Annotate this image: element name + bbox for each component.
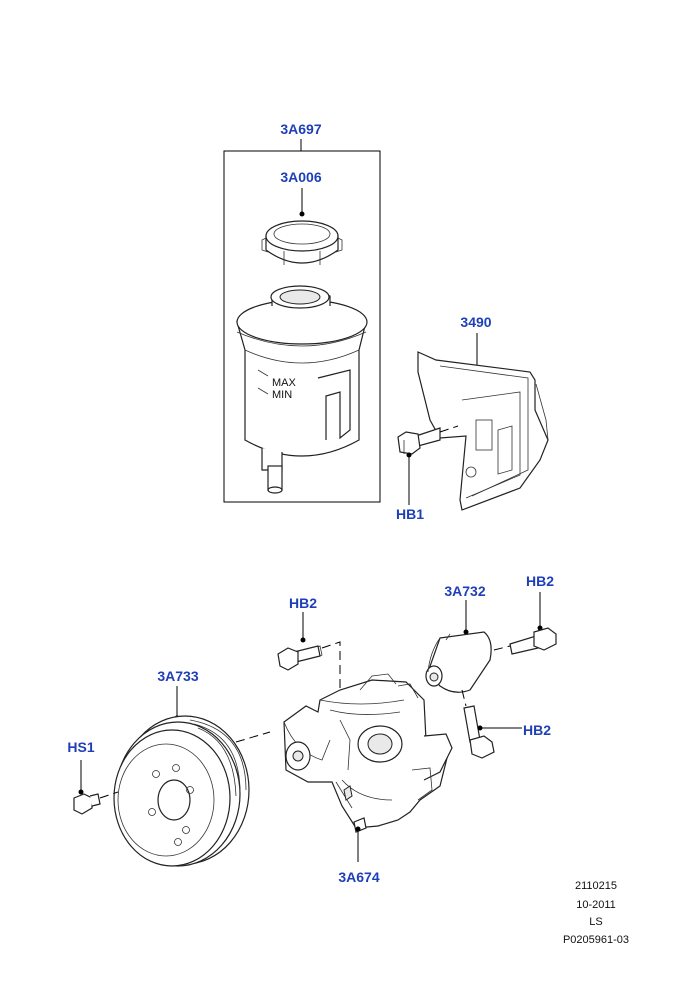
pipe-connector <box>425 600 492 693</box>
footer-ref: P0205961-03 <box>563 934 629 946</box>
label-bracket-bolt: HB1 <box>396 506 424 522</box>
bracket <box>417 333 549 511</box>
max-marking: MAX <box>272 377 297 389</box>
label-pump: 3A674 <box>338 869 379 885</box>
pump <box>283 673 453 862</box>
min-marking: MIN <box>272 389 292 401</box>
footer-date: 10-2011 <box>576 899 616 911</box>
label-pulley-bolt: HS1 <box>67 739 94 755</box>
pump-bolt-lower <box>461 689 522 759</box>
label-pump-bolt-left: HB2 <box>289 595 317 611</box>
reservoir-assembly-box <box>223 139 381 503</box>
label-bracket: 3490 <box>460 314 491 330</box>
footer-code: 2110215 <box>575 880 617 892</box>
reservoir-cap <box>261 188 343 265</box>
label-pump-bolt-right: HB2 <box>526 573 554 589</box>
label-reservoir-assembly: 3A697 <box>280 121 321 137</box>
label-reservoir-cap: 3A006 <box>280 169 321 185</box>
footer-model: LS <box>589 916 602 928</box>
label-pump-bolt-lower: HB2 <box>523 722 551 738</box>
bracket-bolt <box>397 425 459 505</box>
label-pulley: 3A733 <box>157 668 198 684</box>
pump-bolt-right <box>493 592 557 655</box>
reservoir-body: MAX MIN <box>236 285 368 494</box>
pulley-bolt <box>73 760 119 815</box>
pump-bolt-left <box>277 612 341 690</box>
label-pipe-connector: 3A732 <box>444 583 485 599</box>
pulley <box>113 686 271 867</box>
